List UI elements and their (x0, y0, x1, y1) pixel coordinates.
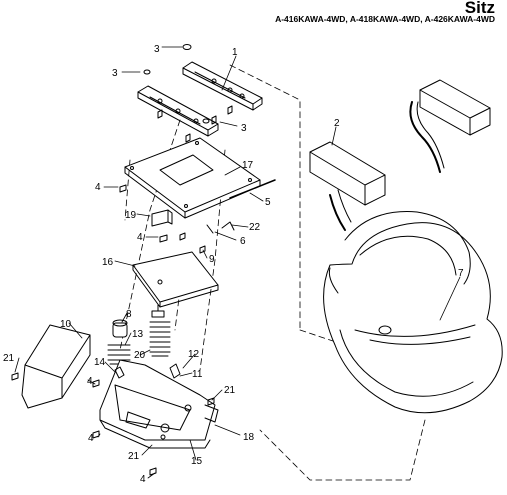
leader-lines (14, 46, 461, 479)
callout-21b: 21 (224, 385, 236, 396)
callout-16: 16 (102, 257, 114, 268)
slide-rail-lower (137, 85, 219, 137)
callout-10: 10 (60, 319, 72, 330)
callout-3a: 3 (154, 44, 160, 55)
seat-cushion (323, 211, 503, 414)
callout-2: 2 (334, 118, 340, 129)
rail-bolts (143, 44, 233, 143)
mounting-plate (124, 137, 276, 219)
armrest-right-lower (309, 141, 386, 231)
callout-13: 13 (132, 329, 144, 340)
model-list: A-416KAWA-4WD, A-418KAWA-4WD, A-426KAWA-… (275, 14, 495, 24)
seat-base (99, 359, 219, 449)
callout-17: 17 (242, 160, 254, 171)
bracket (151, 209, 173, 227)
callout-20: 20 (134, 350, 146, 361)
small-bolts (119, 184, 235, 254)
callout-8: 8 (126, 309, 132, 320)
callout-22: 22 (249, 222, 261, 233)
callout-9: 9 (209, 254, 215, 265)
armrest-left (21, 324, 91, 409)
slide-rail-upper (182, 61, 263, 111)
callout-4c: 4 (87, 376, 93, 387)
callout-14: 14 (94, 357, 106, 368)
callout-15: 15 (191, 456, 203, 467)
callout-4b: 4 (137, 232, 143, 243)
callout-4d: 4 (88, 433, 94, 444)
callout-12: 12 (188, 349, 200, 360)
slide-plate (132, 251, 219, 308)
armrest-right-upper (409, 79, 491, 173)
callout-4a: 4 (95, 182, 101, 193)
callout-1: 1 (232, 47, 238, 58)
callout-11: 11 (192, 369, 203, 380)
callout-labels: 1 2 3 3 3 4 4 4 4 4 5 6 7 8 9 10 11 12 1… (3, 44, 464, 485)
page-title: Sitz (464, 0, 495, 17)
callout-7: 7 (458, 268, 464, 279)
callout-3b: 3 (112, 68, 118, 79)
spring-assembly (107, 304, 171, 365)
callout-6: 6 (240, 236, 246, 247)
callout-4e: 4 (140, 474, 146, 485)
callout-19: 19 (125, 210, 137, 221)
callout-18: 18 (243, 432, 255, 443)
callout-3c: 3 (241, 123, 247, 134)
callout-21a: 21 (3, 353, 15, 364)
callout-5: 5 (265, 197, 271, 208)
callout-21c: 21 (128, 451, 140, 462)
